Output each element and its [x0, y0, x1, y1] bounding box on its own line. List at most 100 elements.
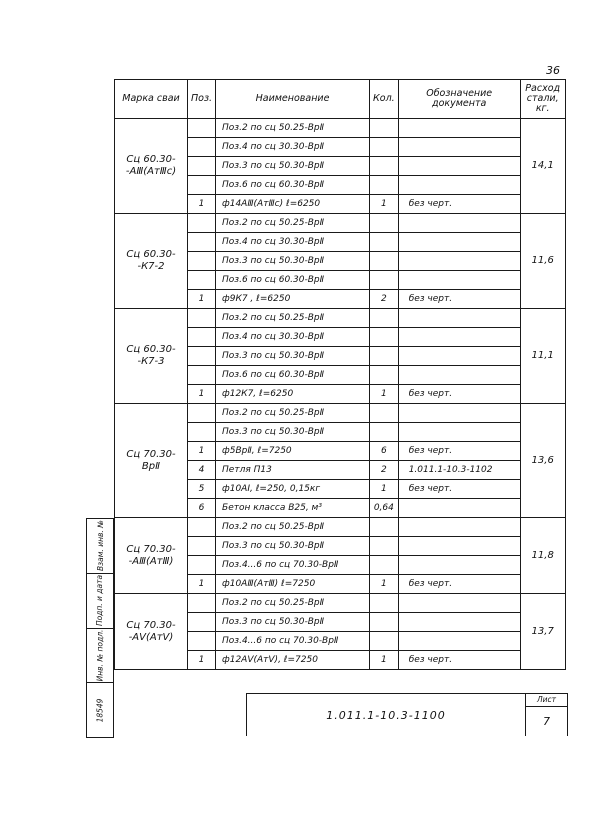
position-cell: 4: [186, 460, 217, 480]
side-stamp: Взам. инв. № Подп. и дата Инв. № подл. 1…: [86, 518, 114, 738]
document-cell: [397, 536, 521, 556]
position-cell: [186, 593, 217, 613]
position-cell: 1: [186, 384, 217, 404]
document-cell: [397, 612, 521, 632]
stamp-cell: Взам. инв. №: [87, 519, 113, 573]
stamp-cell: 18549: [87, 682, 113, 737]
table-row: Поз.3 по сц 50.30-ВрⅡ: [115, 156, 566, 176]
quantity-cell: [369, 213, 399, 233]
quantity-cell: [369, 536, 399, 556]
table-row: Поз.3 по сц 50.30-ВрⅡ: [115, 251, 566, 271]
quantity-cell: [369, 270, 399, 290]
position-cell: 1: [186, 194, 217, 214]
position-cell: 1: [186, 289, 217, 309]
document-cell: [397, 118, 521, 138]
quantity-cell: [369, 612, 399, 632]
quantity-cell: [369, 232, 399, 252]
stamp-original-inv: Инв. № подл.: [95, 629, 105, 682]
item-name-cell: Поз.2 по сц 50.25-ВрⅡ: [215, 403, 371, 423]
quantity-cell: 1: [369, 650, 399, 670]
item-name-cell: Поз.3 по сц 50.30-ВрⅡ: [215, 156, 371, 176]
document-cell: [397, 327, 521, 347]
table-row: Поз.6 по сц 60.30-ВрⅡ: [115, 175, 566, 195]
quantity-cell: 1: [369, 479, 399, 499]
item-name-cell: Поз.3 по сц 50.30-ВрⅡ: [215, 346, 371, 366]
item-name-cell: Поз.2 по сц 50.25-ВрⅡ: [215, 517, 371, 537]
item-name-cell: ф5ВрⅡ, ℓ=7250: [215, 441, 371, 461]
header-steel: Расход стали, кг.: [519, 79, 566, 119]
item-name-cell: Поз.4 по сц 30.30-ВрⅡ: [215, 137, 371, 157]
position-cell: 6: [186, 498, 217, 518]
position-cell: [186, 631, 217, 651]
sheet-label: Лист: [526, 694, 567, 707]
quantity-cell: [369, 422, 399, 442]
document-cell: [397, 251, 521, 271]
position-cell: [186, 422, 217, 442]
position-cell: 5: [186, 479, 217, 499]
table-row: Сц 60.30- -АⅢ(АтⅢс)Поз.2 по сц 50.25-ВрⅡ…: [114, 118, 566, 214]
position-cell: [186, 137, 217, 157]
position-cell: [186, 612, 217, 632]
steel-consumption: 11,1: [519, 308, 566, 404]
item-name-cell: Бетон класса В25, м³: [215, 498, 371, 518]
position-cell: [186, 403, 217, 423]
document-cell: [397, 213, 521, 233]
steel-consumption: 11,6: [519, 213, 566, 309]
document-cell: без черт.: [397, 194, 521, 214]
specification-table: Марка сваи Поз. Наименование Кол. Обозна…: [114, 79, 566, 670]
item-name-cell: Поз.2 по сц 50.25-ВрⅡ: [215, 213, 371, 233]
item-name-cell: Поз.3 по сц 50.30-ВрⅡ: [215, 612, 371, 632]
position-cell: [186, 555, 217, 575]
stamp-cell: Подп. и дата: [87, 572, 113, 628]
pile-mark: Сц 60.30- -К7-3: [114, 308, 188, 404]
document-cell: [397, 175, 521, 195]
item-name-cell: ф9К7 , ℓ=6250: [215, 289, 371, 309]
document-cell: без черт.: [397, 441, 521, 461]
quantity-cell: [369, 555, 399, 575]
document-cell: [397, 555, 521, 575]
table-row: Поз.3 по сц 50.30-ВрⅡ: [115, 536, 566, 556]
quantity-cell: [369, 327, 399, 347]
quantity-cell: [369, 346, 399, 366]
position-cell: 1: [186, 574, 217, 594]
quantity-cell: 1: [369, 194, 399, 214]
position-cell: [186, 308, 217, 328]
steel-consumption: 14,1: [519, 118, 566, 214]
item-name-cell: Поз.2 по сц 50.25-ВрⅡ: [215, 308, 371, 328]
document-cell: [397, 517, 521, 537]
quantity-cell: [369, 118, 399, 138]
quantity-cell: [369, 308, 399, 328]
item-name-cell: Поз.3 по сц 50.30-ВрⅡ: [215, 422, 371, 442]
quantity-cell: 1: [369, 384, 399, 404]
position-cell: 1: [186, 650, 217, 670]
document-cell: 1.011.1-10.3-1102: [397, 460, 521, 480]
pile-mark: Сц 60.30- -АⅢ(АтⅢс): [114, 118, 188, 214]
quantity-cell: [369, 631, 399, 651]
item-name-cell: ф10АⅢ(АтⅢ) ℓ=7250: [215, 574, 371, 594]
position-cell: [186, 270, 217, 290]
quantity-cell: [369, 156, 399, 176]
quantity-cell: [369, 365, 399, 385]
header-doc: Обозначение документа: [397, 79, 521, 119]
stamp-replaced-inv: Взам. инв. №: [95, 520, 105, 572]
quantity-cell: 1: [369, 574, 399, 594]
pile-mark: Сц 60.30- -К7-2: [114, 213, 188, 309]
position-cell: [186, 365, 217, 385]
position-cell: [186, 118, 217, 138]
item-name-cell: Поз.4...6 по сц 70.30-ВрⅡ: [215, 555, 371, 575]
position-cell: [186, 232, 217, 252]
position-cell: 1: [186, 441, 217, 461]
position-cell: [186, 251, 217, 271]
pile-mark: Сц 70.30-ВрⅡ: [114, 403, 188, 518]
document-cell: [397, 308, 521, 328]
item-name-cell: Поз.3 по сц 50.30-ВрⅡ: [215, 536, 371, 556]
document-cell: [397, 137, 521, 157]
document-cell: [397, 346, 521, 366]
table-row: Поз.3 по сц 50.30-ВрⅡ: [115, 612, 566, 632]
position-cell: [186, 327, 217, 347]
document-cell: [397, 270, 521, 290]
document-cell: [397, 631, 521, 651]
